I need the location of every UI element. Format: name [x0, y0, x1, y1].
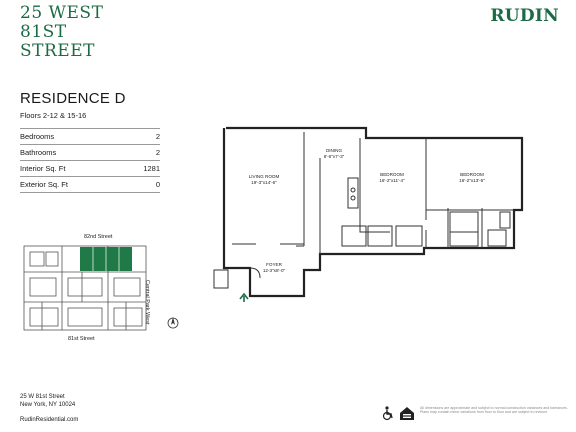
equal-housing-icon [400, 407, 414, 420]
keyplan-side-street: Central Park West [144, 280, 150, 325]
foyer-label: FOYER [266, 262, 283, 267]
living-room-dims: 19'-3"x14'-6" [251, 180, 277, 185]
foyer-dims: 12-3"x8'-0" [263, 268, 286, 273]
keyplan-diagram [23, 245, 147, 331]
building-address: 25 W 81st Street New York, NY 10024 [20, 394, 76, 408]
spec-value: 2 [123, 128, 160, 145]
spec-label: Interior Sq. Ft [20, 160, 124, 177]
building-name: 25 WEST 81ST STREET [20, 3, 104, 61]
dining-label: DINING [326, 148, 343, 153]
residence-title: RESIDENCE D [20, 90, 126, 107]
bedroom-2-label: BEDROOM [460, 172, 484, 177]
website-link[interactable]: RudinResidential.com [20, 417, 79, 423]
residence-floors: Floors 2-12 & 15-16 [20, 111, 87, 120]
wheelchair-icon [382, 406, 393, 421]
bedroom-2-dims: 16'-2"x13'-6" [459, 178, 485, 183]
spec-value: 1281 [123, 160, 160, 177]
living-room-label: LIVING ROOM [249, 174, 280, 179]
bedroom-1-label: BEDROOM [380, 172, 404, 177]
spec-label: Bathrooms [20, 144, 124, 161]
rudin-logo: RUDIN [490, 6, 559, 26]
keyplan-top-street: 82nd Street [84, 234, 113, 240]
spec-value: 0 [123, 176, 160, 193]
bedroom-1-dims: 16'-2"x11'-4" [379, 178, 405, 183]
accessibility-icons [380, 405, 416, 421]
spec-label: Exterior Sq. Ft [20, 176, 124, 193]
legal-disclaimer: All dimensions are approximate and subje… [420, 406, 568, 415]
dining-dims: 8'-6"x7'-3" [324, 154, 345, 159]
floor-plan: LIVING ROOM 19'-3"x14'-6" DINING 8'-6"x7… [213, 126, 524, 302]
spec-label: Bedrooms [20, 128, 124, 145]
keyplan-bottom-street: 81st Street [68, 336, 95, 342]
north-arrow-icon [166, 316, 180, 332]
spec-value: 2 [123, 144, 160, 161]
